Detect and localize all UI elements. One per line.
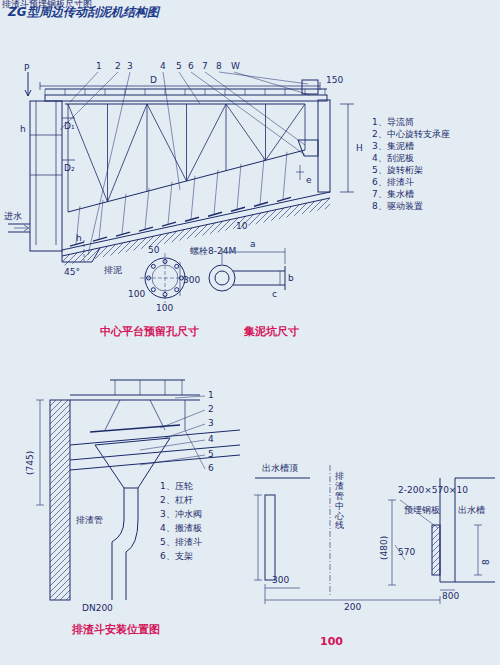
plate-spec: 2-200×570×10: [398, 486, 468, 496]
dimension: 570: [398, 548, 415, 558]
dimension: h: [76, 234, 82, 244]
legend-item: 4、刮泥板: [372, 154, 414, 164]
legend-item: 8、驱动装置: [372, 202, 423, 212]
legend-item: 6、排渣斗: [372, 178, 414, 188]
legend-item: 1、导流筒: [372, 118, 414, 128]
label: 排渣斗预埋钢板尺寸图: [2, 0, 92, 10]
dimension: 300: [272, 576, 289, 586]
dimension: h: [20, 125, 26, 135]
dimension: 50: [148, 246, 159, 256]
part-label: 出水槽: [458, 506, 485, 516]
outlet-label: 排泥: [104, 266, 122, 276]
callout-number: 6: [188, 62, 194, 72]
callout-number: 4: [208, 435, 214, 445]
legend-item: 3、冲水阀: [160, 510, 202, 520]
callout-number: 3: [127, 62, 133, 72]
callout-number: 1: [208, 391, 214, 401]
legend-item: 4、搬渣板: [160, 524, 202, 534]
legend-item: 5、排渣斗: [160, 538, 202, 548]
caption: 排渣斗安装位置图: [72, 624, 160, 636]
legend-item: 5、旋转桁架: [372, 166, 423, 176]
dimension: 150: [326, 76, 343, 86]
dimension: 100: [128, 290, 145, 300]
dimension: 45°: [64, 268, 80, 278]
legend-item: 1、压轮: [160, 482, 193, 492]
callout-number: 1: [96, 62, 102, 72]
legend-item: 7、集水槽: [372, 190, 414, 200]
inlet-label: 进水: [4, 212, 22, 222]
callout-number: 7: [202, 62, 208, 72]
caption: 100: [320, 636, 343, 648]
callout-number: 2: [115, 62, 121, 72]
part-label: 出水槽顶: [262, 464, 298, 474]
dimension: 8: [482, 559, 492, 565]
part-label: 预埋钢板: [404, 506, 440, 516]
dimension: D: [150, 76, 157, 86]
dimension: H: [356, 144, 363, 154]
dimension: c: [272, 290, 277, 300]
dimension: (480): [380, 536, 390, 560]
dimension: D₂: [64, 164, 75, 174]
legend-item: 3、集泥槽: [372, 142, 414, 152]
centerline-label: 排渣管中心线: [335, 472, 344, 531]
callout-number: W: [231, 62, 240, 72]
dimension: 800: [442, 592, 459, 602]
bolt-spec: 螺栓8-24M: [190, 247, 236, 257]
part-label: 排渣管: [76, 516, 103, 526]
force-label: P: [24, 64, 29, 74]
legend-item: 2、杠杆: [160, 496, 193, 506]
caption: 集泥坑尺寸: [244, 326, 299, 338]
dimension: 10: [236, 222, 247, 232]
dimension: 100: [156, 304, 173, 314]
caption: 中心平台预留孔尺寸: [100, 326, 199, 338]
legend-item: 2、中心旋转支承座: [372, 130, 450, 140]
dimension: e: [306, 176, 312, 186]
callout-number: 3: [208, 419, 214, 429]
callout-number: 8: [216, 62, 222, 72]
callout-number: 4: [160, 62, 166, 72]
legend-item: 6、支架: [160, 552, 193, 562]
dimension: b: [288, 274, 294, 284]
part-label: DN200: [82, 604, 113, 614]
callout-number: 2: [208, 405, 214, 415]
callout-number: 6: [208, 464, 214, 474]
callout-number: 5: [176, 62, 182, 72]
dimension: D₁: [64, 122, 75, 132]
dimension: a: [250, 240, 256, 250]
dimension: 300: [183, 276, 200, 286]
dimension: 200: [344, 603, 361, 613]
dimension: (745): [26, 451, 36, 475]
callout-number: 5: [208, 450, 214, 460]
